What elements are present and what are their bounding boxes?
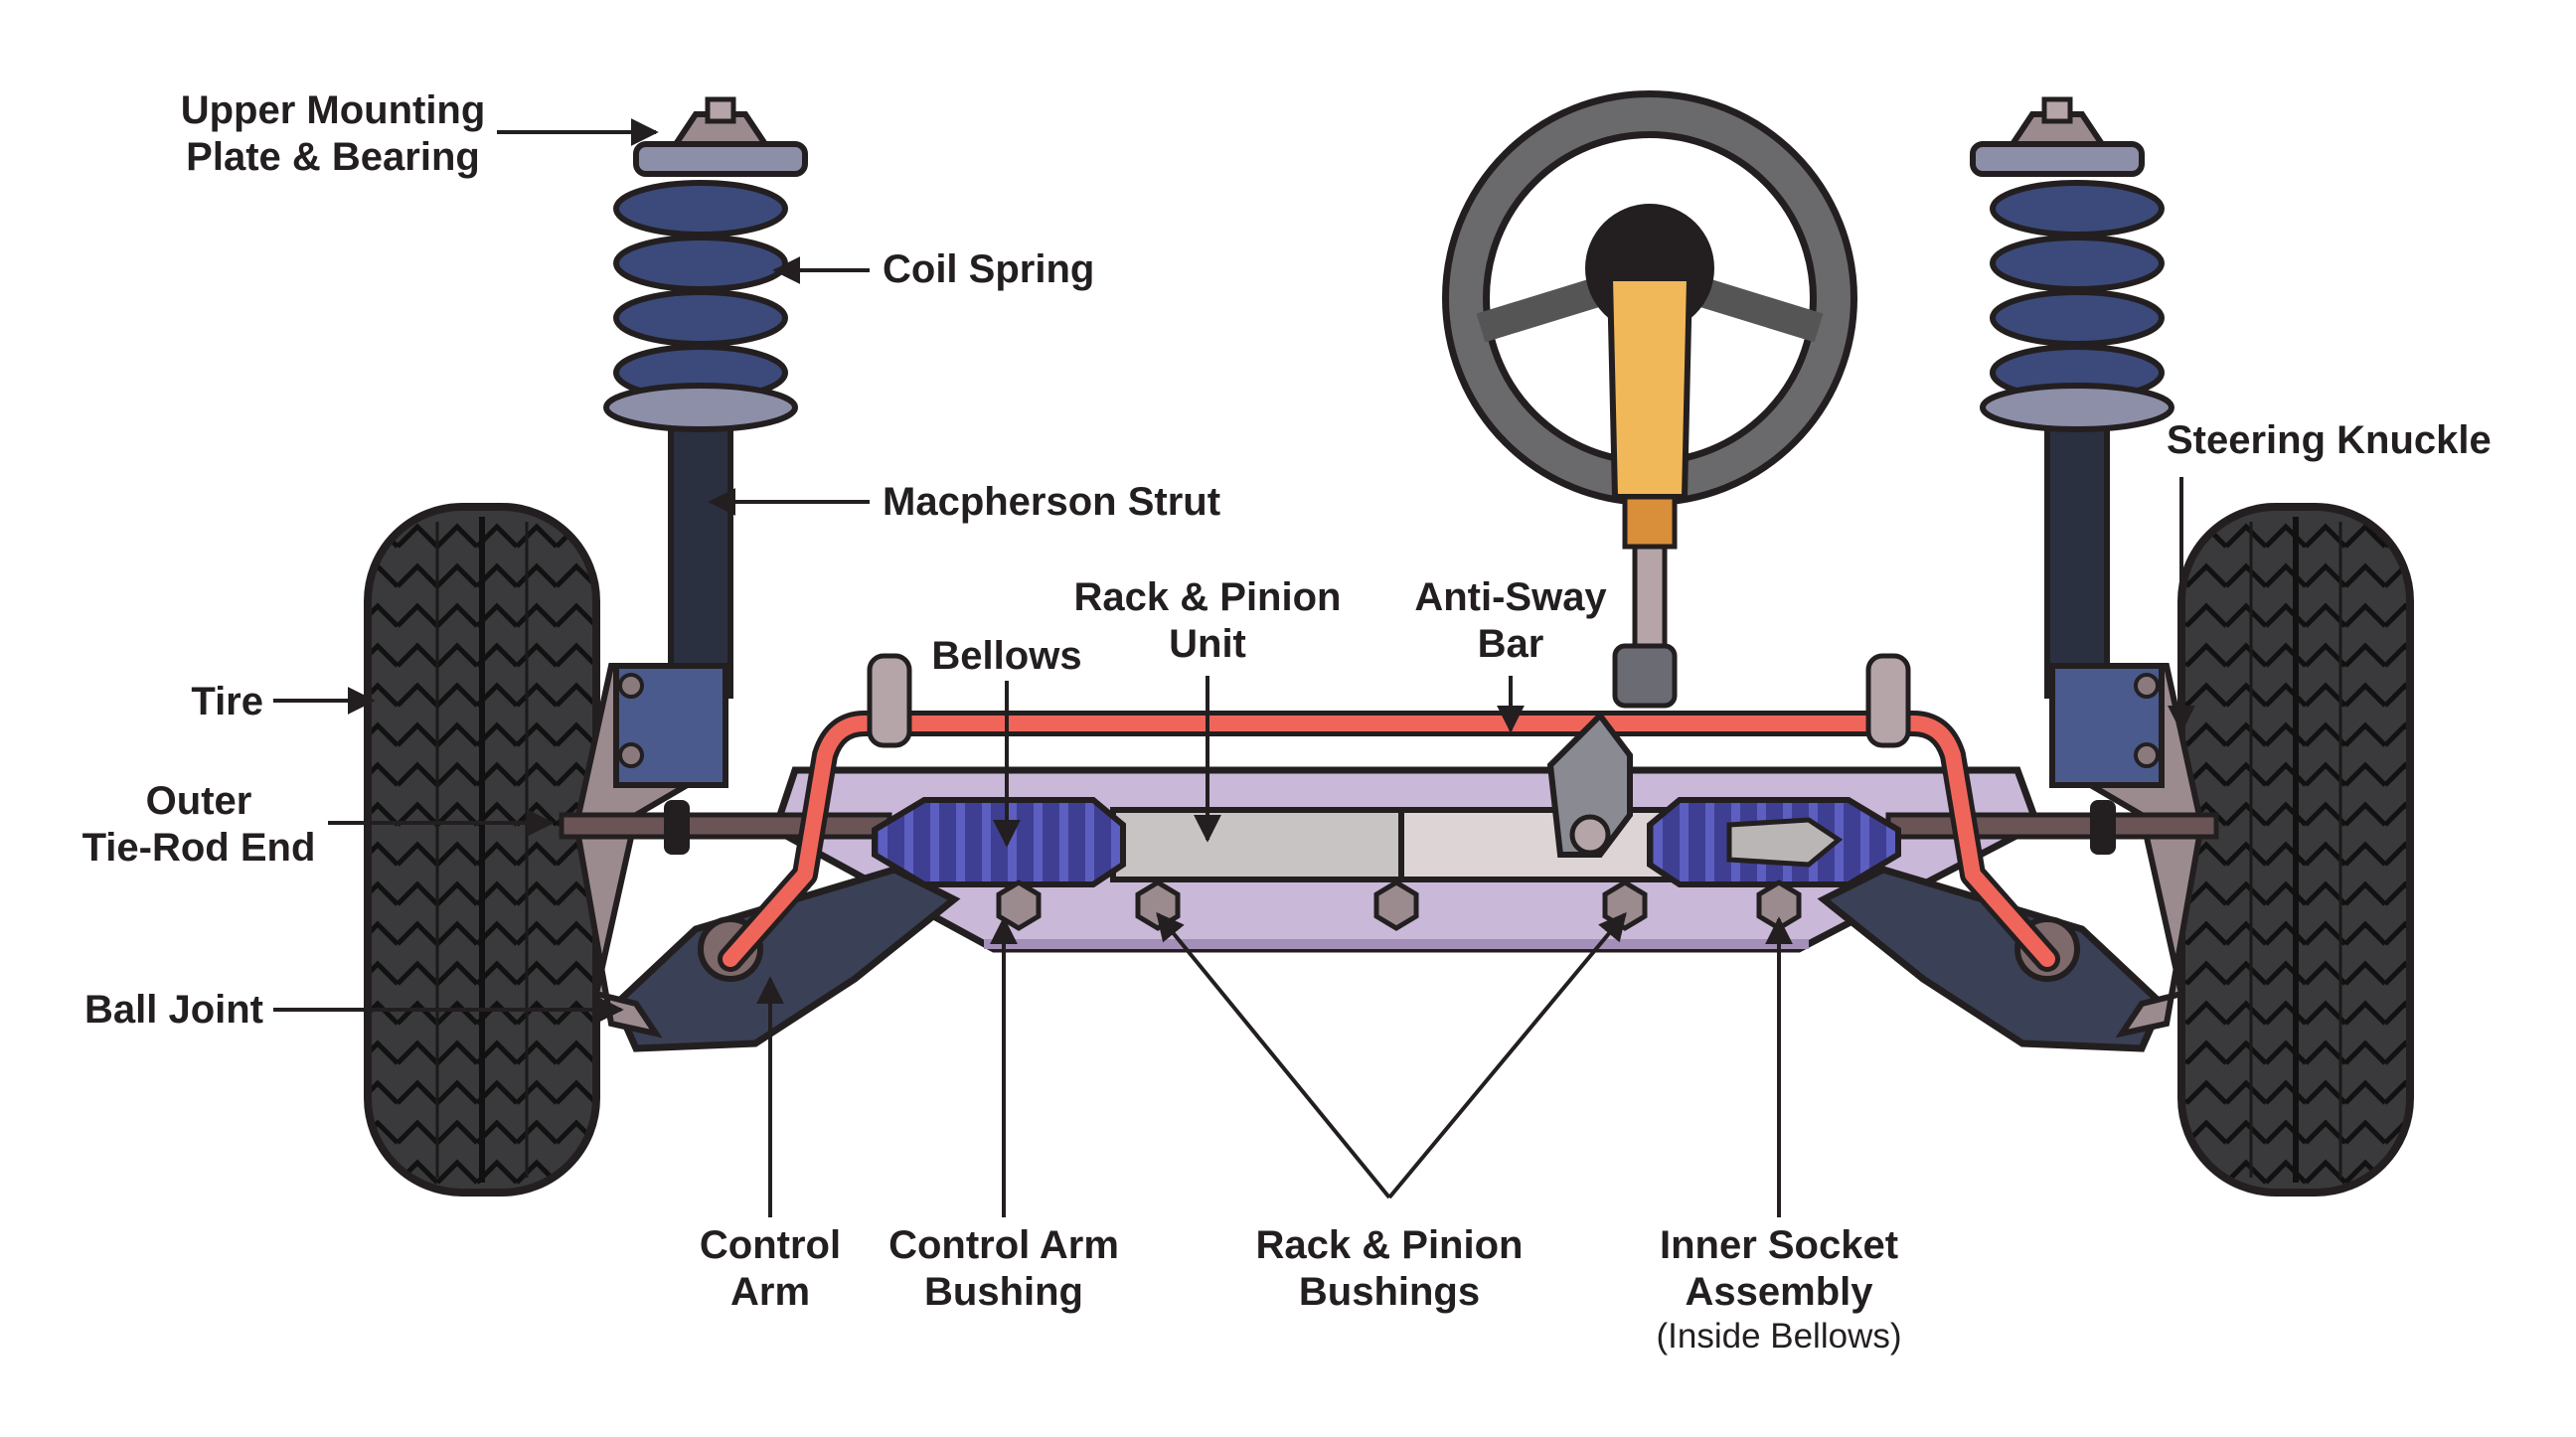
inner-socket-line-2: Assembly: [1685, 1270, 1873, 1314]
control-arm-bushing-line-2: Bushing: [924, 1270, 1083, 1314]
anti-sway-bar-label: Anti-Sway Bar: [1414, 574, 1606, 668]
left-coil-spring: [603, 180, 798, 432]
control-arm-bushing-label: Control Arm Bushing: [888, 1222, 1119, 1316]
bellows-label: Bellows: [931, 634, 1082, 678]
right-bellows: [1647, 797, 1901, 887]
inner-socket-note: (Inside Bellows): [1656, 1317, 1902, 1356]
upper-mount-line-2: Plate & Bearing: [186, 135, 480, 179]
ball-joint-label: Ball Joint: [83, 988, 263, 1032]
macpherson-strut-label: Macpherson Strut: [883, 480, 1221, 524]
outer-tie-rod-line-2: Tie-Rod End: [81, 826, 316, 870]
control-arm-line-2: Arm: [729, 1270, 811, 1314]
coil-spring-label: Coil Spring: [883, 247, 1095, 291]
rack-pinion-unit-label: Rack & Pinion Unit: [1074, 574, 1342, 668]
rack-pinion-unit-line-2: Unit: [1169, 622, 1246, 666]
rack-pinion-bushings-line-2: Bushings: [1298, 1270, 1481, 1314]
outer-tie-rod-end-label: Outer Tie-Rod End: [82, 778, 316, 872]
upper-mounting-plate-label: Upper Mounting Plate & Bearing: [181, 87, 486, 181]
inner-socket-assembly-label: Inner Socket Assembly (Inside Bellows): [1656, 1222, 1901, 1357]
right-upper-mount: [1970, 96, 2145, 177]
rack-pinion-bushings-line-1: Rack & Pinion: [1255, 1223, 1524, 1267]
steering-knuckle-label: Steering Knuckle: [2167, 418, 2492, 462]
tire-label: Tire: [191, 680, 263, 723]
outer-tie-rod-line-1: Outer: [145, 779, 252, 823]
right-coil-spring: [1980, 180, 2174, 432]
rack-pinion-bushings-label: Rack & Pinion Bushings: [1256, 1222, 1524, 1316]
rack-pinion-unit-line-1: Rack & Pinion: [1073, 575, 1342, 619]
left-bellows: [872, 797, 1126, 887]
steering-column: [1546, 275, 1693, 858]
left-tire: [364, 503, 600, 1197]
right-tire: [2177, 503, 2414, 1197]
left-upper-mount: [633, 96, 808, 177]
control-arm-line-1: Control: [699, 1223, 842, 1267]
control-arm-bushing-line-1: Control Arm: [888, 1223, 1119, 1267]
inner-socket-line-1: Inner Socket: [1659, 1223, 1899, 1267]
anti-sway-bar-line-1: Anti-Sway: [1414, 575, 1607, 619]
leader-lines: [273, 118, 2195, 1217]
upper-mount-line-1: Upper Mounting: [180, 88, 486, 132]
anti-sway-bar: [718, 653, 2060, 972]
control-arm-label: Control Arm: [700, 1222, 841, 1316]
anti-sway-bar-line-2: Bar: [1477, 622, 1544, 666]
